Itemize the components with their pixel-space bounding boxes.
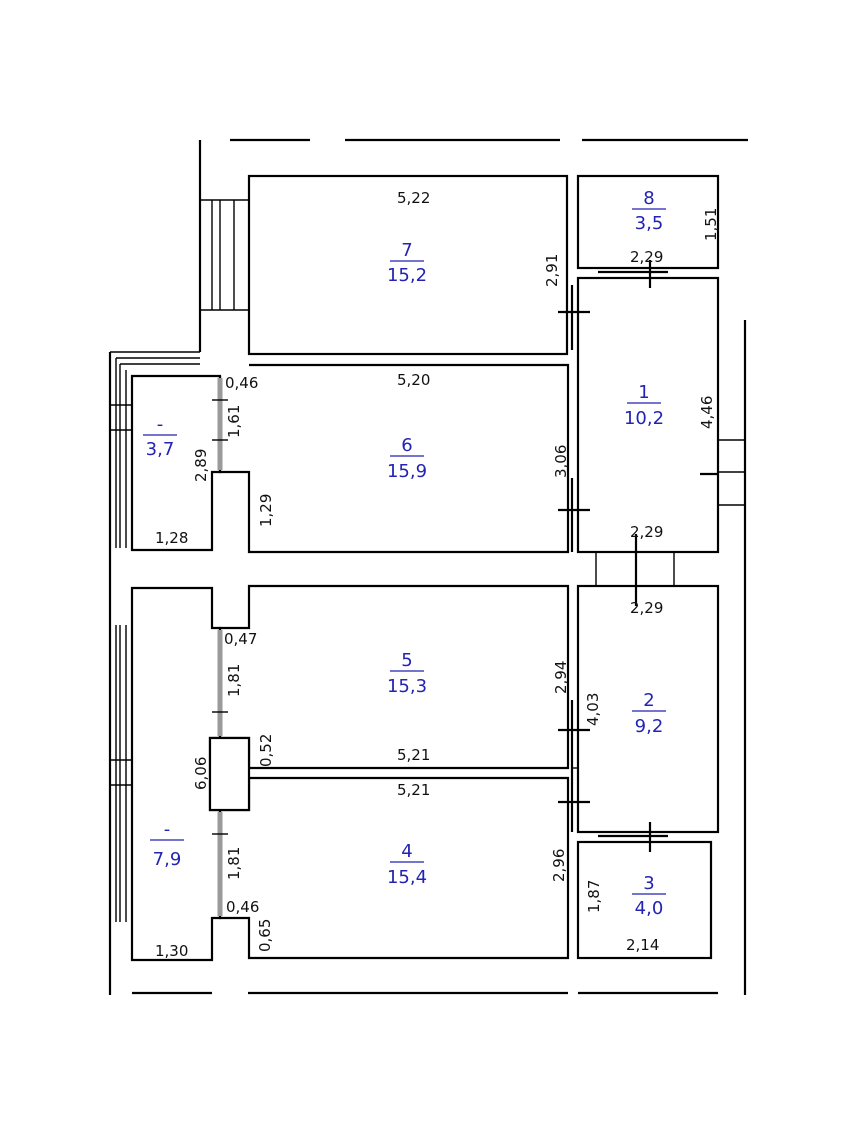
svg-text:15,3: 15,3 [387,676,427,697]
svg-text:0,47: 0,47 [224,630,257,648]
svg-text:4,03: 4,03 [584,693,602,726]
svg-text:9,2: 9,2 [635,716,664,737]
svg-text:5: 5 [401,650,412,671]
svg-text:4,46: 4,46 [698,396,716,429]
room-label-2: 2 9,2 [632,690,666,737]
svg-text:5,21: 5,21 [397,746,430,764]
svg-text:2: 2 [643,690,654,711]
svg-text:5,21: 5,21 [397,781,430,799]
svg-text:1,81: 1,81 [225,847,243,880]
svg-text:1,61: 1,61 [225,405,243,438]
room-8 [576,174,720,270]
svg-text:4,0: 4,0 [635,898,664,919]
room-label-hall-lower: - 7,9 [150,819,184,870]
svg-text:2,29: 2,29 [630,523,663,541]
room-3 [576,840,713,960]
room-label-3: 3 4,0 [632,873,666,919]
svg-text:1,28: 1,28 [155,529,188,547]
room-label-1: 1 10,2 [624,382,664,429]
svg-text:4: 4 [401,841,412,862]
svg-text:-: - [164,819,171,840]
svg-text:1: 1 [638,382,649,403]
svg-text:7: 7 [401,240,412,261]
svg-text:7,9: 7,9 [153,849,182,870]
svg-text:10,2: 10,2 [624,408,664,429]
svg-text:8: 8 [643,188,654,209]
svg-text:15,2: 15,2 [387,265,427,286]
room-label-8: 8 3,5 [632,188,666,234]
room-label-7: 7 15,2 [387,240,427,286]
svg-text:2,29: 2,29 [630,599,663,617]
svg-text:2,96: 2,96 [550,849,568,882]
svg-text:3: 3 [643,873,654,894]
exterior-lines [108,138,748,995]
room-7 [247,174,569,356]
door-marks [558,260,718,852]
room-label-hall-upper: - 3,7 [143,414,177,460]
svg-text:1,29: 1,29 [257,494,275,527]
svg-text:1,30: 1,30 [155,942,188,960]
svg-text:15,9: 15,9 [387,461,427,482]
svg-text:3,7: 3,7 [146,439,175,460]
room-2 [576,584,720,834]
svg-text:0,46: 0,46 [226,898,259,916]
svg-text:2,14: 2,14 [626,936,659,954]
svg-text:0,46: 0,46 [225,374,258,392]
room-label-4: 4 15,4 [387,841,427,888]
room-1 [576,276,720,554]
svg-text:15,4: 15,4 [387,867,427,888]
svg-text:2,29: 2,29 [630,248,663,266]
dimension-labels: 5,22 2,29 0,46 5,20 2,29 1,28 2,29 0,47 … [155,189,720,960]
room-label-5: 5 15,3 [387,650,427,697]
svg-text:-: - [157,414,164,435]
svg-text:1,87: 1,87 [585,880,603,913]
svg-text:1,81: 1,81 [225,664,243,697]
svg-text:3,5: 3,5 [635,213,664,234]
room-label-6: 6 15,9 [387,435,427,482]
svg-text:5,22: 5,22 [397,189,430,207]
svg-text:5,20: 5,20 [397,371,430,389]
svg-text:0,52: 0,52 [257,734,275,767]
hall-upper [130,374,222,552]
svg-text:2,94: 2,94 [552,661,570,694]
svg-text:0,65: 0,65 [256,919,274,952]
shaft [208,736,251,812]
svg-text:3,06: 3,06 [552,445,570,478]
svg-text:2,91: 2,91 [543,254,561,287]
svg-text:6,06: 6,06 [192,757,210,790]
svg-text:2,89: 2,89 [192,449,210,482]
svg-text:1,51: 1,51 [702,208,720,241]
svg-text:6: 6 [401,435,412,456]
